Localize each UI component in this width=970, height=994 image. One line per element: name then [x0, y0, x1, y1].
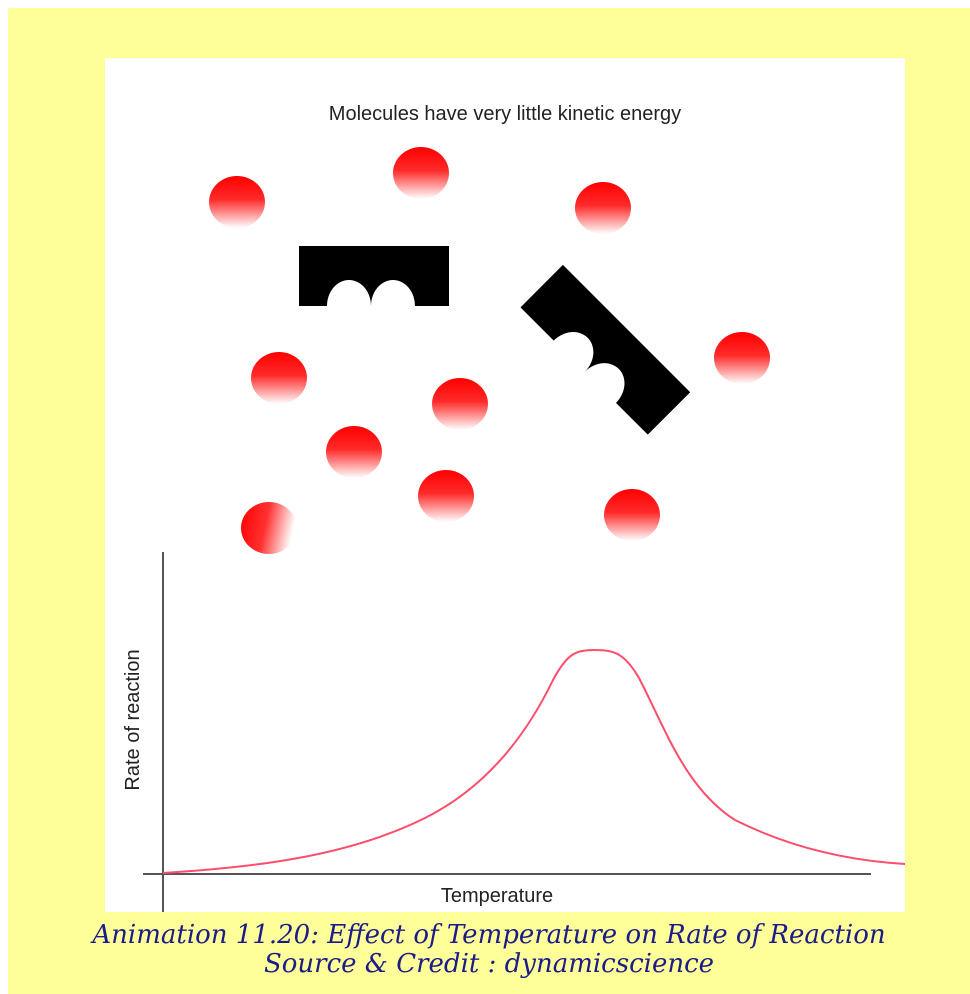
substrate-molecule	[604, 489, 660, 541]
y-axis-label: Rate of reaction	[122, 649, 144, 790]
substrate-molecule	[393, 147, 449, 199]
animation-canvas: Molecules have very little kinetic energ…	[105, 58, 905, 912]
rate-graph: Rate of reaction Temperature	[122, 552, 905, 912]
rate-curve	[162, 648, 905, 874]
molecules	[209, 147, 770, 554]
animation-diagram: Molecules have very little kinetic energ…	[122, 103, 905, 912]
substrate-molecule	[432, 378, 488, 430]
enzyme-shape	[299, 246, 449, 306]
x-axis-label: Temperature	[441, 885, 553, 907]
substrate-molecule	[241, 502, 297, 554]
substrate-molecule	[326, 426, 382, 478]
substrate-molecule	[209, 176, 265, 228]
substrate-molecule	[418, 470, 474, 522]
figure-caption-title: Animation 11.20: Effect of Temperature o…	[92, 920, 886, 950]
figure-caption-credit: Source & Credit : dynamicscience	[263, 949, 715, 979]
caption-frame: Molecules have very little kinetic energ…	[8, 8, 970, 994]
substrate-molecule	[714, 332, 770, 384]
enzyme-shape	[520, 264, 691, 435]
animation-header-text: Molecules have very little kinetic energ…	[329, 103, 681, 125]
substrate-molecule	[251, 352, 307, 404]
substrate-molecule	[575, 182, 631, 234]
